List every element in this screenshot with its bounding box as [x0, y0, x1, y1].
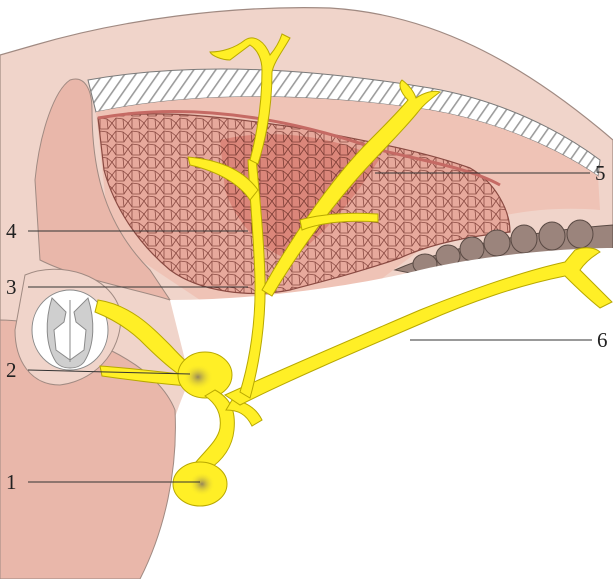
callout-1: 1 — [6, 470, 17, 494]
callout-5: 5 — [595, 161, 606, 185]
sympathetic-ganglion-shadow — [189, 472, 215, 496]
callout-2: 2 — [6, 358, 17, 382]
callout-3: 3 — [6, 275, 17, 299]
spinal-cord — [32, 290, 108, 370]
spinal-ganglion-shadow — [183, 364, 213, 390]
callout-4: 4 — [6, 219, 17, 243]
callout-6: 6 — [597, 328, 608, 352]
